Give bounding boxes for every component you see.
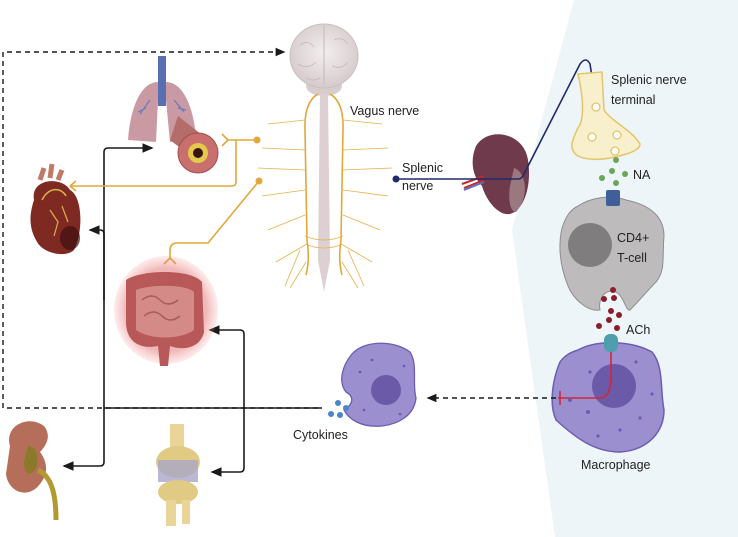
spleen-illustration (461, 134, 530, 215)
terminal-label-line1: Splenic nerve (611, 73, 687, 87)
tcell-label-line2: T-cell (617, 251, 647, 265)
na-label: NA (633, 168, 651, 182)
acetylcholine-dots (596, 287, 622, 331)
heart-illustration (30, 163, 81, 255)
cytokine-releasing-macrophage (341, 342, 417, 427)
knee-joint-illustration (156, 424, 200, 526)
vagus-nerve-label: Vagus nerve (350, 104, 419, 118)
macrophage-cell (551, 334, 665, 453)
vagus-branches (69, 133, 263, 265)
splenic-nerve-terminal (571, 71, 641, 161)
intestine-illustration (114, 256, 218, 366)
terminal-label-line2: terminal (611, 93, 655, 107)
lungs-illustration (128, 56, 219, 174)
spinal-cord (318, 94, 330, 292)
macrophage-label: Macrophage (581, 458, 651, 472)
cytokine-distribution-arrows (62, 143, 322, 477)
vagus-nerve (257, 93, 393, 289)
noradrenaline-dots (599, 157, 628, 186)
cd4-t-cell (559, 190, 665, 311)
ach-label: ACh (626, 323, 650, 337)
cytokine-dots (328, 400, 349, 418)
brain-illustration (289, 23, 359, 96)
tcell-label-line1: CD4+ (617, 231, 649, 245)
cytokines-label: Cytokines (293, 428, 348, 442)
kidney-illustration (6, 421, 59, 521)
splenic-nerve-label-line1: Splenic (402, 161, 443, 175)
splenic-nerve-label-line2: nerve (402, 179, 433, 193)
